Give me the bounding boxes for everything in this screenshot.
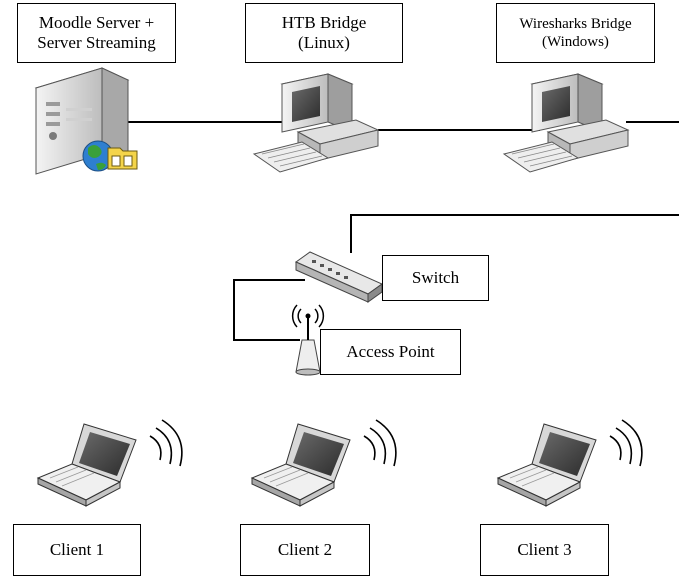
htb-bridge-label-line1: HTB Bridge xyxy=(281,12,367,32)
server-globe-icon xyxy=(34,67,138,175)
moodle-server-label-line1: Moodle Server + xyxy=(38,12,155,32)
client3-label-text: Client 3 xyxy=(517,539,572,559)
htb-bridge-label-line2: (Linux) xyxy=(298,33,350,52)
switch-label: Switch xyxy=(382,255,489,301)
client3-laptop-icon xyxy=(496,419,643,507)
switch-label-text: Switch xyxy=(411,267,460,287)
client3-label: Client 3 xyxy=(480,524,609,576)
wiresharks-bridge-computer-icon xyxy=(502,73,630,173)
htb-bridge-label: HTB Bridge (Linux) xyxy=(245,3,403,63)
wireless-access-point-icon xyxy=(291,304,325,376)
client2-laptop-icon xyxy=(250,419,397,507)
client1-label-text: Client 1 xyxy=(49,539,105,559)
client1-laptop-icon xyxy=(36,419,183,507)
moodle-server-label: Moodle Server + Server Streaming xyxy=(17,3,176,63)
moodle-server-label-line2: Server Streaming xyxy=(37,33,156,52)
link-switch-access-point xyxy=(233,279,305,341)
wiresharks-bridge-label: Wiresharks Bridge (Windows) xyxy=(496,3,655,63)
access-point-label: Access Point xyxy=(320,329,461,375)
htb-bridge-computer-icon xyxy=(252,73,380,173)
connection-lines xyxy=(128,121,679,341)
access-point-label-text: Access Point xyxy=(346,341,435,361)
network-switch-icon xyxy=(294,251,384,303)
client2-label-text: Client 2 xyxy=(277,539,333,559)
client2-label: Client 2 xyxy=(240,524,370,576)
wiresharks-bridge-label-line2: (Windows) xyxy=(542,34,609,50)
wiresharks-bridge-label-line1: Wiresharks Bridge xyxy=(519,16,632,32)
link-switch-uplink xyxy=(350,214,679,253)
client1-label: Client 1 xyxy=(13,524,141,576)
